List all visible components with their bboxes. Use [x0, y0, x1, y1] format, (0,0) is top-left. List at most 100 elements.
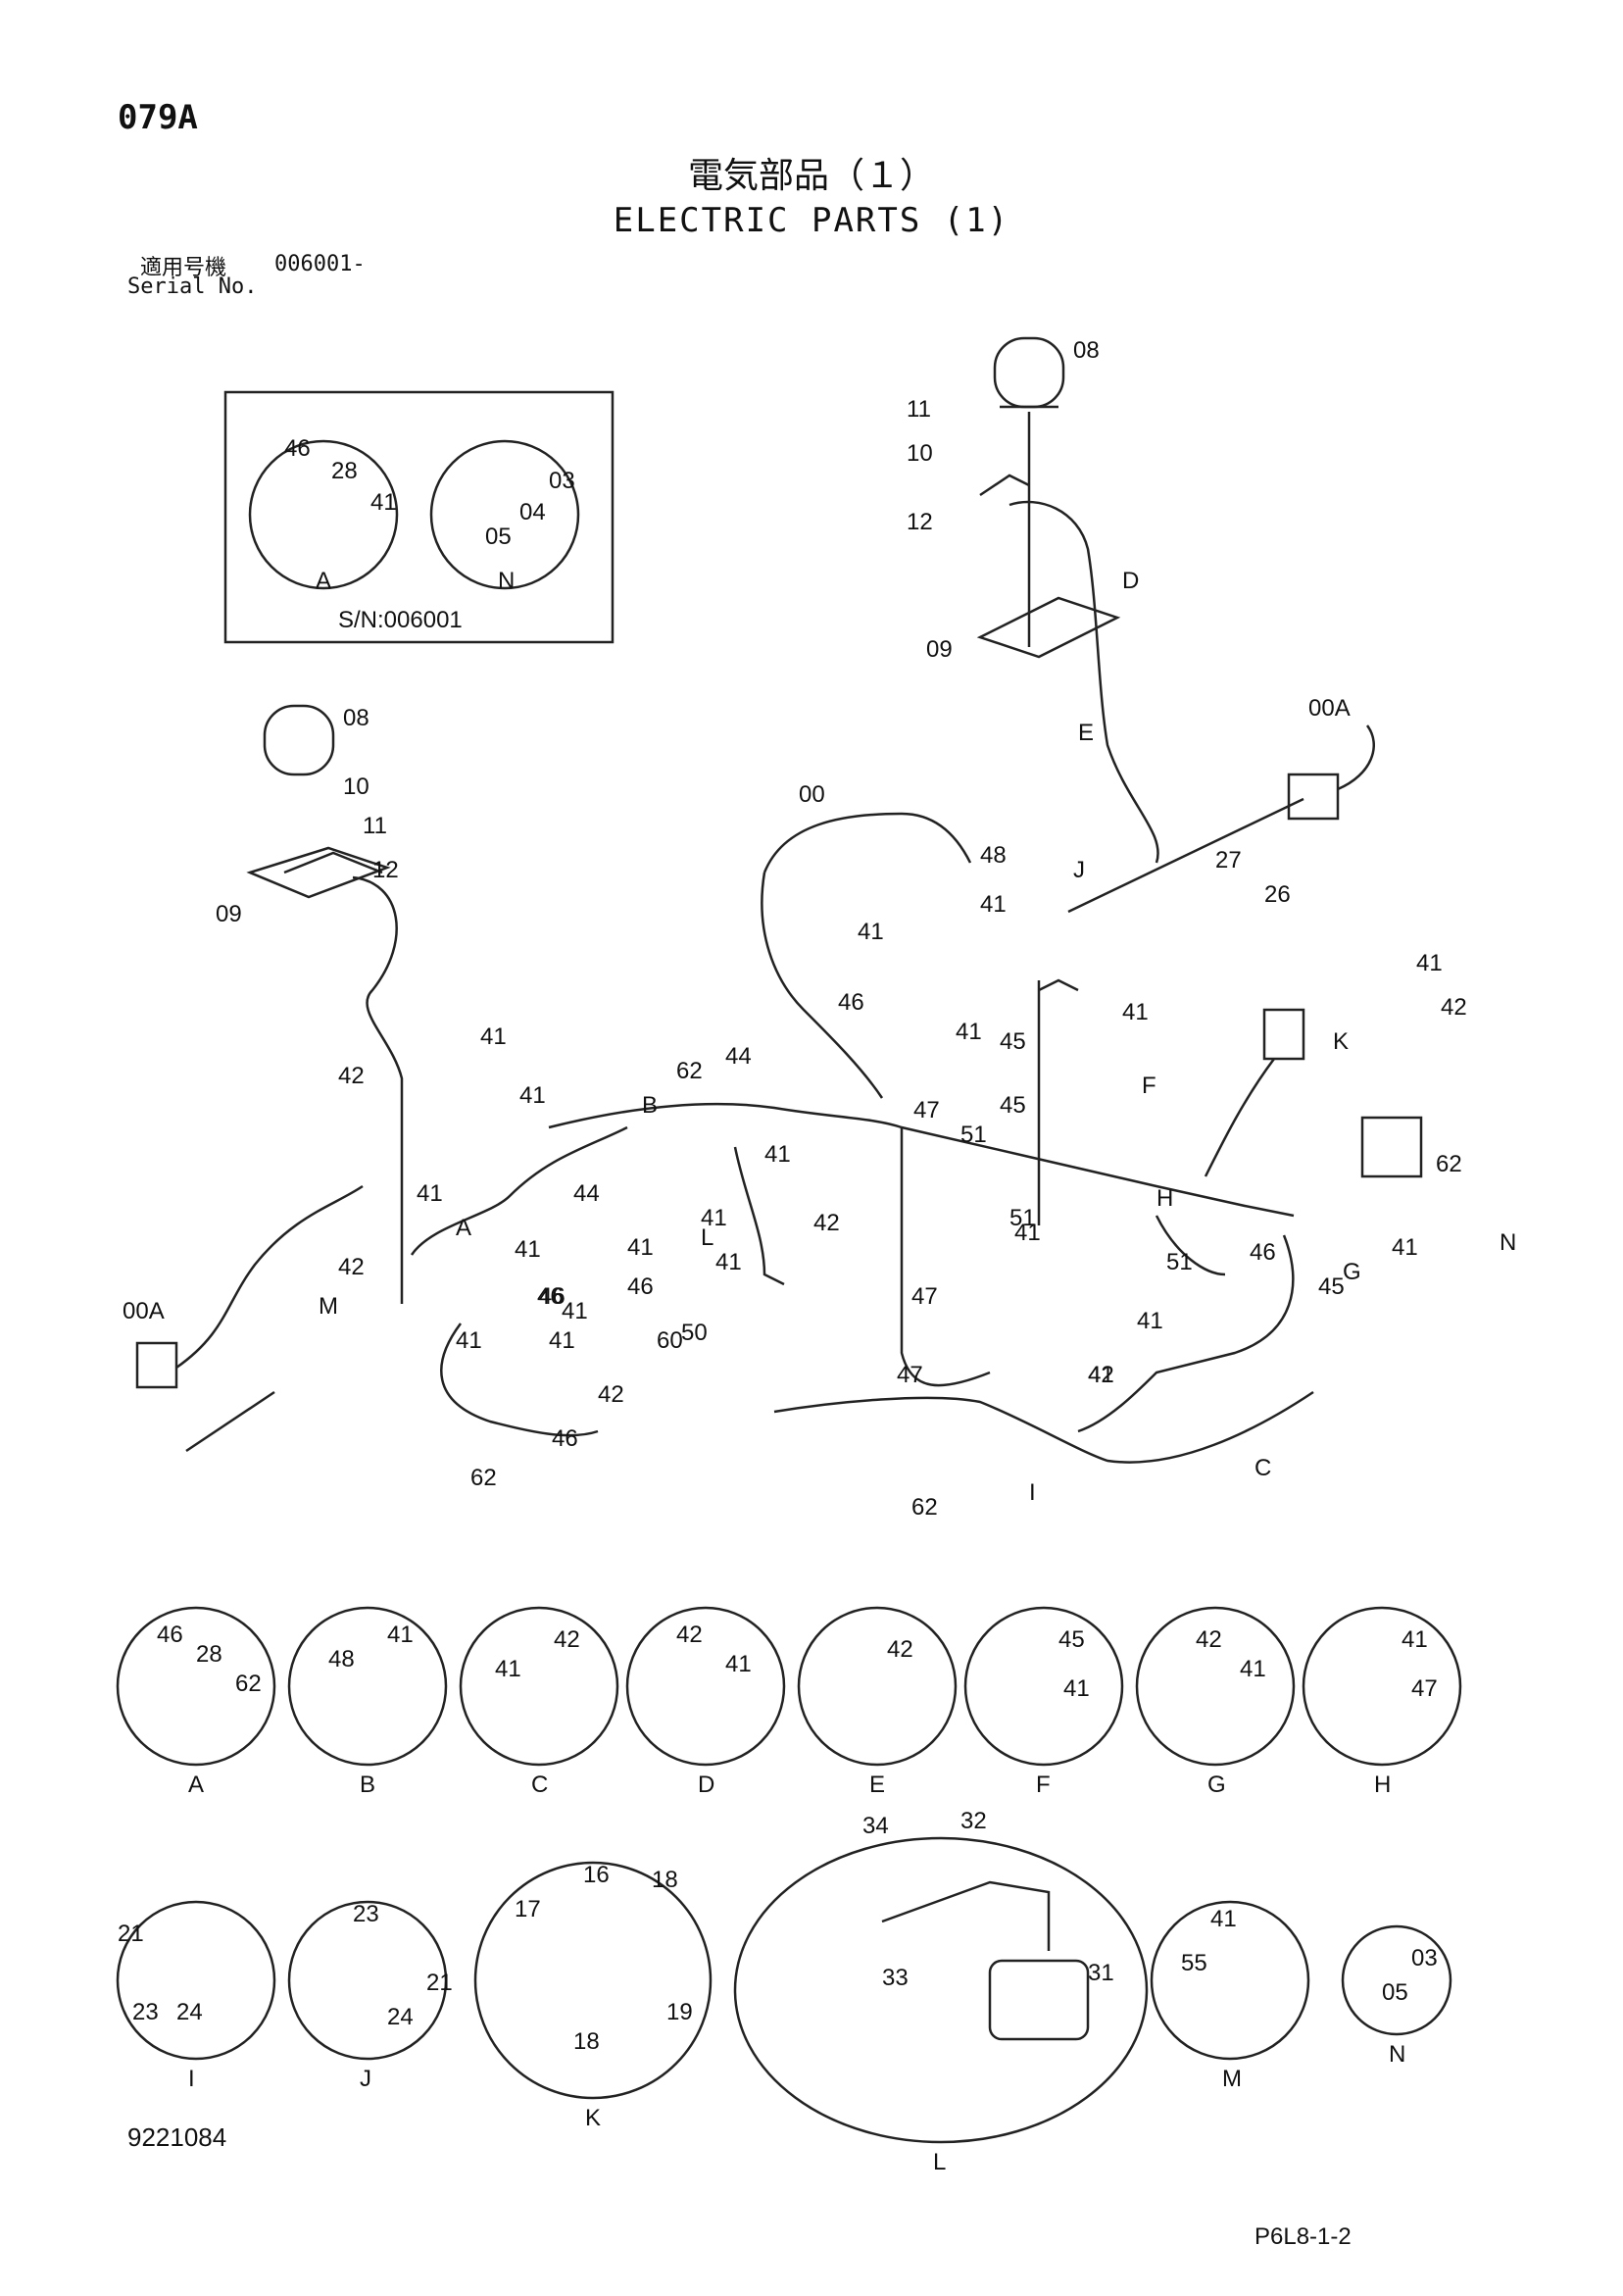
- callout-label: 09: [926, 636, 953, 663]
- detail-b-letter: B: [360, 1772, 375, 1798]
- callout-label: 41: [956, 1019, 982, 1045]
- callout-label: 42: [598, 1381, 624, 1408]
- detail-j-callout: 23: [353, 1901, 379, 1927]
- detail-l-ellipse: [733, 1836, 1149, 2144]
- callout-label: 47: [0, 0, 26, 6]
- detail-b-callout: 41: [387, 1622, 414, 1648]
- component-l: [1360, 1116, 1423, 1178]
- serial-value: 006001-: [274, 252, 366, 276]
- detail-g-callout: 41: [1240, 1656, 1266, 1682]
- callout-label: 46: [627, 1273, 654, 1300]
- detail-n-letter: N: [1389, 2041, 1405, 2068]
- callout-label: 10: [907, 440, 933, 467]
- beacon-lamp-left: [263, 704, 335, 776]
- callout-label: 41: [1137, 1308, 1163, 1334]
- horn-relay: [1262, 1008, 1305, 1061]
- detail-g-circle: [1135, 1606, 1296, 1767]
- callout-label: 41: [1392, 1234, 1418, 1261]
- detail-f-letter: F: [1036, 1772, 1051, 1798]
- callout-label: 51: [1166, 1249, 1193, 1275]
- detail-k-callout: 18: [652, 1867, 678, 1893]
- harness-00a-left: [175, 1184, 364, 1370]
- switch-00a-right: [1287, 773, 1340, 821]
- harness-f: [1204, 1058, 1276, 1177]
- callout-label: 41: [1014, 1220, 1041, 1246]
- callout-label: 46: [1250, 1239, 1276, 1266]
- detail-b-circle: [287, 1606, 448, 1767]
- inset-n-callout: 03: [549, 468, 575, 494]
- detail-a-callout: 28: [196, 1641, 222, 1668]
- harness-00a-right: [1337, 724, 1375, 791]
- callout-label: 46: [537, 1283, 564, 1310]
- detail-i-callout: 24: [176, 1999, 203, 2025]
- detail-e-circle: [797, 1606, 958, 1767]
- callout-label: 46: [539, 1283, 566, 1310]
- callout-label: G: [1343, 1259, 1361, 1285]
- callout-label: 41: [480, 1023, 507, 1050]
- callout-label: 46: [552, 1425, 578, 1452]
- document-number: 9221084: [127, 2122, 227, 2152]
- detail-a-letter: A: [188, 1772, 204, 1798]
- callout-label: B: [642, 1092, 658, 1119]
- inset-n-callout: 04: [519, 499, 546, 525]
- callout-label: 47: [913, 1097, 940, 1123]
- inset-serial-note: S/N:006001: [338, 607, 463, 633]
- callout-label: 44: [573, 1180, 600, 1207]
- detail-c-letter: C: [531, 1772, 548, 1798]
- callout-label: 51: [960, 1122, 987, 1148]
- callout-label: K: [1333, 1028, 1349, 1055]
- detail-k-letter: K: [585, 2105, 601, 2131]
- callout-label: 41: [1088, 1362, 1114, 1388]
- detail-l-callout: 34: [862, 1813, 889, 1839]
- detail-i-callout: 23: [132, 1999, 159, 2025]
- callout-label: 62: [470, 1465, 497, 1491]
- harness-down: [900, 1127, 991, 1387]
- detail-j-callout: 24: [387, 2004, 414, 2030]
- callout-label: 12: [372, 857, 399, 883]
- detail-b-callout: 48: [328, 1646, 355, 1672]
- detail-n-callout: 03: [1411, 1945, 1438, 1972]
- beacon-lamp-right: [993, 336, 1065, 409]
- detail-k-callout: 19: [666, 1999, 693, 2025]
- harness-n: [1155, 1215, 1226, 1276]
- callout-label: 11: [363, 813, 387, 839]
- inset-a-letter: A: [316, 568, 331, 594]
- callout-label: 42: [338, 1254, 365, 1280]
- callout-label: 42: [1441, 994, 1467, 1021]
- detail-e-letter: E: [869, 1772, 885, 1798]
- detail-m-callout: 41: [1210, 1906, 1237, 1932]
- leader-i: [185, 1390, 275, 1453]
- detail-d-callout: 42: [676, 1622, 703, 1648]
- switch-00a-left: [135, 1341, 178, 1389]
- beacon-mast-right: [1000, 405, 1058, 647]
- label-layer: S/N:006001462841A030405N08111012D09E00A0…: [0, 0, 1516, 2175]
- detail-e-callout: 42: [887, 1636, 913, 1663]
- callout-label: 42: [1088, 1362, 1114, 1388]
- callout-label: 08: [1073, 337, 1100, 364]
- callout-label: I: [1029, 1479, 1036, 1506]
- detail-f-circle: [963, 1606, 1124, 1767]
- detail-j-circle: [287, 1900, 448, 2061]
- callout-label: J: [1073, 857, 1085, 883]
- detail-k-callout: 18: [573, 2028, 600, 2055]
- callout-label: 41: [627, 1234, 654, 1261]
- detail-k-callout: 17: [515, 1896, 541, 1922]
- callout-label: 50: [681, 1320, 708, 1346]
- callout-label: 41: [701, 1205, 727, 1231]
- callout-label: 62: [676, 1058, 703, 1084]
- detail-g-callout: 42: [1196, 1626, 1222, 1653]
- inset-detail-n-circle: [429, 439, 580, 590]
- detail-i-circle: [116, 1900, 276, 2061]
- detail-j-callout: 21: [426, 1970, 453, 1996]
- harness-c: [773, 1390, 1314, 1464]
- callout-label: 41: [764, 1141, 791, 1168]
- page-reference: P6L8-1-2: [1254, 2223, 1352, 2250]
- callout-label: 41: [562, 1298, 588, 1324]
- harness-m-loop: [440, 1323, 599, 1437]
- callout-label: 46: [838, 989, 864, 1016]
- detail-c-callout: 41: [495, 1656, 521, 1682]
- callout-label: 48: [980, 842, 1007, 869]
- page-code: 079A: [118, 98, 198, 137]
- callout-label: 41: [858, 919, 884, 945]
